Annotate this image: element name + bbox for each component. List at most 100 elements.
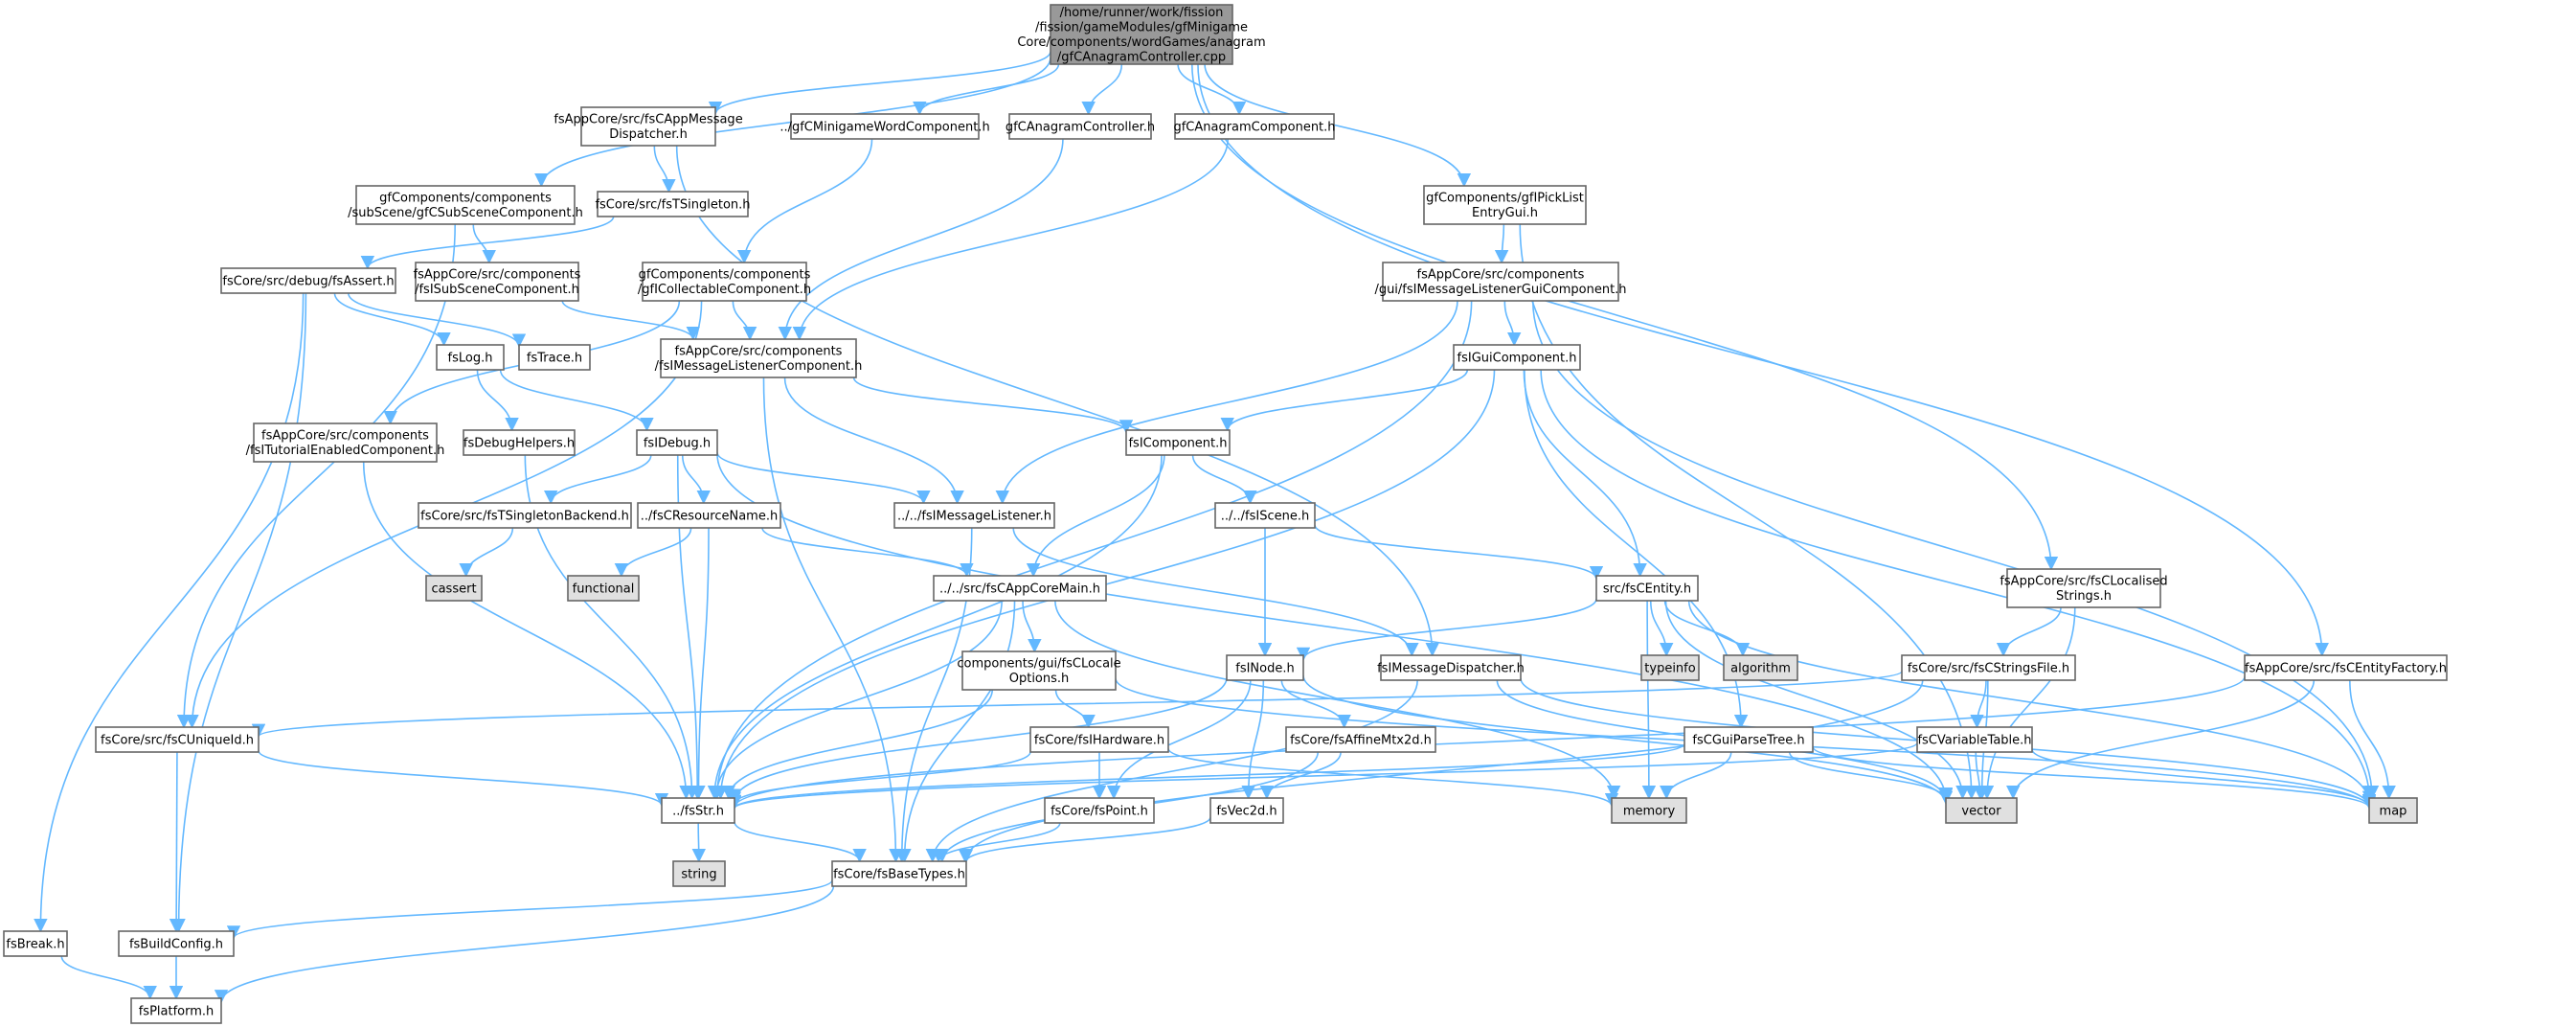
node-guiparsetree[interactable]: fsCGuiParseTree.h [1683, 726, 1814, 753]
node-tsingbackend[interactable]: fsCore/src/fsTSingletonBackend.h [418, 502, 632, 529]
edge-msgguicomp-to-guicomp [1503, 300, 1522, 347]
node-tutorial[interactable]: fsAppCore/src/components/fsITutorialEnab… [246, 422, 445, 463]
edge-fsidebug-to-tsingbackend [544, 454, 652, 505]
edge-msgguicomp-to-map [1531, 300, 2380, 800]
edge-icomponent-to-fsstr [707, 454, 1163, 800]
node-fslog[interactable]: fsLog.h [436, 344, 505, 371]
node-box [118, 930, 235, 957]
node-label: fsAppCore/src/components [414, 268, 581, 283]
node-stringsfile[interactable]: fsCore/src/fsCStringsFile.h [1901, 654, 2076, 681]
node-label: functional [573, 582, 635, 596]
node-label: src/fsCEntity.h [1603, 582, 1691, 596]
edge-guicomp-to-srccentity [1523, 369, 1647, 578]
node-fsihardware[interactable]: fsCore/fsIHardware.h [1029, 726, 1169, 753]
node-gfcanactrl[interactable]: gfCAnagramController.h [1006, 113, 1155, 140]
node-fsassert[interactable]: fsCore/src/debug/fsAssert.h [220, 267, 396, 294]
node-box [567, 575, 640, 602]
node-coremain[interactable]: ../../src/fsCAppCoreMain.h [933, 575, 1107, 602]
node-memory: memory [1611, 797, 1687, 824]
edge-fsinode-to-vector [1302, 674, 1954, 806]
edge-coremain-to-localeopts [1022, 600, 1042, 653]
edge-root-to-msgdisp [708, 51, 1051, 116]
node-box [1174, 113, 1335, 140]
node-box [961, 650, 1117, 691]
node-label: gfComponents/components [379, 192, 552, 206]
node-fsbreak[interactable]: fsBreak.h [3, 930, 68, 957]
edge-root-to-gfcmini [913, 63, 1060, 116]
edge-fsassert-to-fstrace [347, 292, 527, 348]
node-guicomp[interactable]: fsIGuiComponent.h [1453, 344, 1581, 371]
edge-resname-to-functional [614, 527, 692, 578]
node-isubscene[interactable]: fsAppCore/src/components/fsISubSceneComp… [414, 262, 581, 302]
node-box [1945, 797, 2018, 824]
edge-fsstr-to-basetypes [734, 821, 867, 863]
node-icomponent[interactable]: fsIComponent.h [1125, 429, 1231, 456]
node-functional: functional [567, 575, 640, 602]
node-box [1453, 344, 1581, 371]
node-box [3, 930, 68, 957]
node-fstrace[interactable]: fsTrace.h [518, 344, 591, 371]
node-label: fsIGuiComponent.h [1457, 351, 1577, 365]
node-label: fsIComponent.h [1128, 436, 1227, 450]
edge-fsidebug-to-vector [716, 453, 1954, 803]
node-box [893, 502, 1055, 529]
node-label: /gfICollectableComponent.h [638, 283, 811, 297]
node-msglistener[interactable]: ../../fsIMessageListener.h [893, 502, 1055, 529]
node-basetypes[interactable]: fsCore/fsBaseTypes.h [831, 860, 967, 887]
node-subscene[interactable]: gfComponents/components/subScene/gfCSubS… [348, 185, 583, 225]
node-box [1901, 654, 2076, 681]
edge-picklist-to-msgguicomp [1494, 223, 1509, 264]
edge-fslog-to-debughelpers [476, 369, 519, 432]
node-label: fsIMessageDispatcher.h [1377, 661, 1525, 675]
node-cvartable[interactable]: fsCVariableTable.h [1916, 726, 2033, 753]
node-box [1380, 654, 1522, 681]
node-gfcmini[interactable]: ../gfCMinigameWordComponent.h [780, 113, 990, 140]
node-label: Core/components/wordGames/anagram [1017, 35, 1265, 50]
node-debughelpers[interactable]: fsDebugHelpers.h [463, 429, 576, 456]
node-collectable[interactable]: gfComponents/components/gfICollectableCo… [638, 262, 811, 302]
node-platform[interactable]: fsPlatform.h [130, 997, 222, 1024]
node-fspoint[interactable]: fsCore/fsPoint.h [1044, 797, 1155, 824]
node-label: fsCVariableTable.h [1917, 733, 2031, 747]
node-gfcanacomp[interactable]: gfCAnagramComponent.h [1173, 113, 1336, 140]
node-label: EntryGui.h [1472, 206, 1538, 220]
node-cuniqueid[interactable]: fsCore/src/fsCUniqueId.h [95, 726, 260, 753]
edge-icomponent-to-fsiscene [1191, 454, 1257, 505]
edge-msglistener-to-imsgdisp [1012, 527, 1419, 657]
node-fsiscene[interactable]: ../../fsIScene.h [1214, 502, 1316, 529]
edge-gfcmini-to-collectable [737, 138, 873, 264]
node-label: /fsISubSceneComponent.h [415, 283, 579, 297]
node-srccentity[interactable]: src/fsCEntity.h [1595, 575, 1699, 602]
node-buildconfig[interactable]: fsBuildConfig.h [118, 930, 235, 957]
node-label: ../gfCMinigameWordComponent.h [780, 120, 989, 134]
node-root[interactable]: /home/runner/work/fission/fission/gameMo… [1017, 4, 1266, 65]
node-imsgdisp[interactable]: fsIMessageDispatcher.h [1377, 654, 1525, 681]
node-box [2244, 654, 2448, 681]
node-map: map [2368, 797, 2418, 824]
edge-fsihardware-to-memory [1167, 747, 1618, 808]
edge-picklist-to-vector [1519, 223, 1978, 800]
node-fsidebug[interactable]: fsIDebug.h [636, 429, 718, 456]
edge-msgdisp-to-tsingleton [653, 145, 676, 194]
node-affinemtx[interactable]: fsCore/fsAffineMtx2d.h [1285, 726, 1436, 753]
edge-fsvec2d-to-basetypes [959, 816, 1211, 863]
edge-msglistcomp-to-icomponent [852, 377, 1134, 434]
node-msglistcomp[interactable]: fsAppCore/src/components/fsIMessageListe… [655, 338, 863, 378]
node-msgguicomp[interactable]: fsAppCore/src/components/gui/fsIMessageL… [1374, 262, 1627, 302]
node-fsinode[interactable]: fsINode.h [1226, 654, 1304, 681]
node-label: fsCore/fsPoint.h [1051, 804, 1148, 818]
node-resname[interactable]: ../fsCResourceName.h [637, 502, 781, 529]
node-fsstr[interactable]: ../fsStr.h [661, 797, 735, 824]
node-box [1209, 797, 1284, 824]
edge-fsstr-to-string [691, 822, 707, 863]
node-tsingleton[interactable]: fsCore/src/fsTSingleton.h [595, 191, 751, 217]
edge-coremain-to-memory [1054, 600, 1621, 800]
node-entityfactory[interactable]: fsAppCore/src/fsCEntityFactory.h [2244, 654, 2448, 681]
node-fsvec2d[interactable]: fsVec2d.h [1209, 797, 1284, 824]
node-label: fsIDebug.h [644, 436, 711, 450]
edge-cuniqueid-to-fsstr [258, 750, 669, 808]
